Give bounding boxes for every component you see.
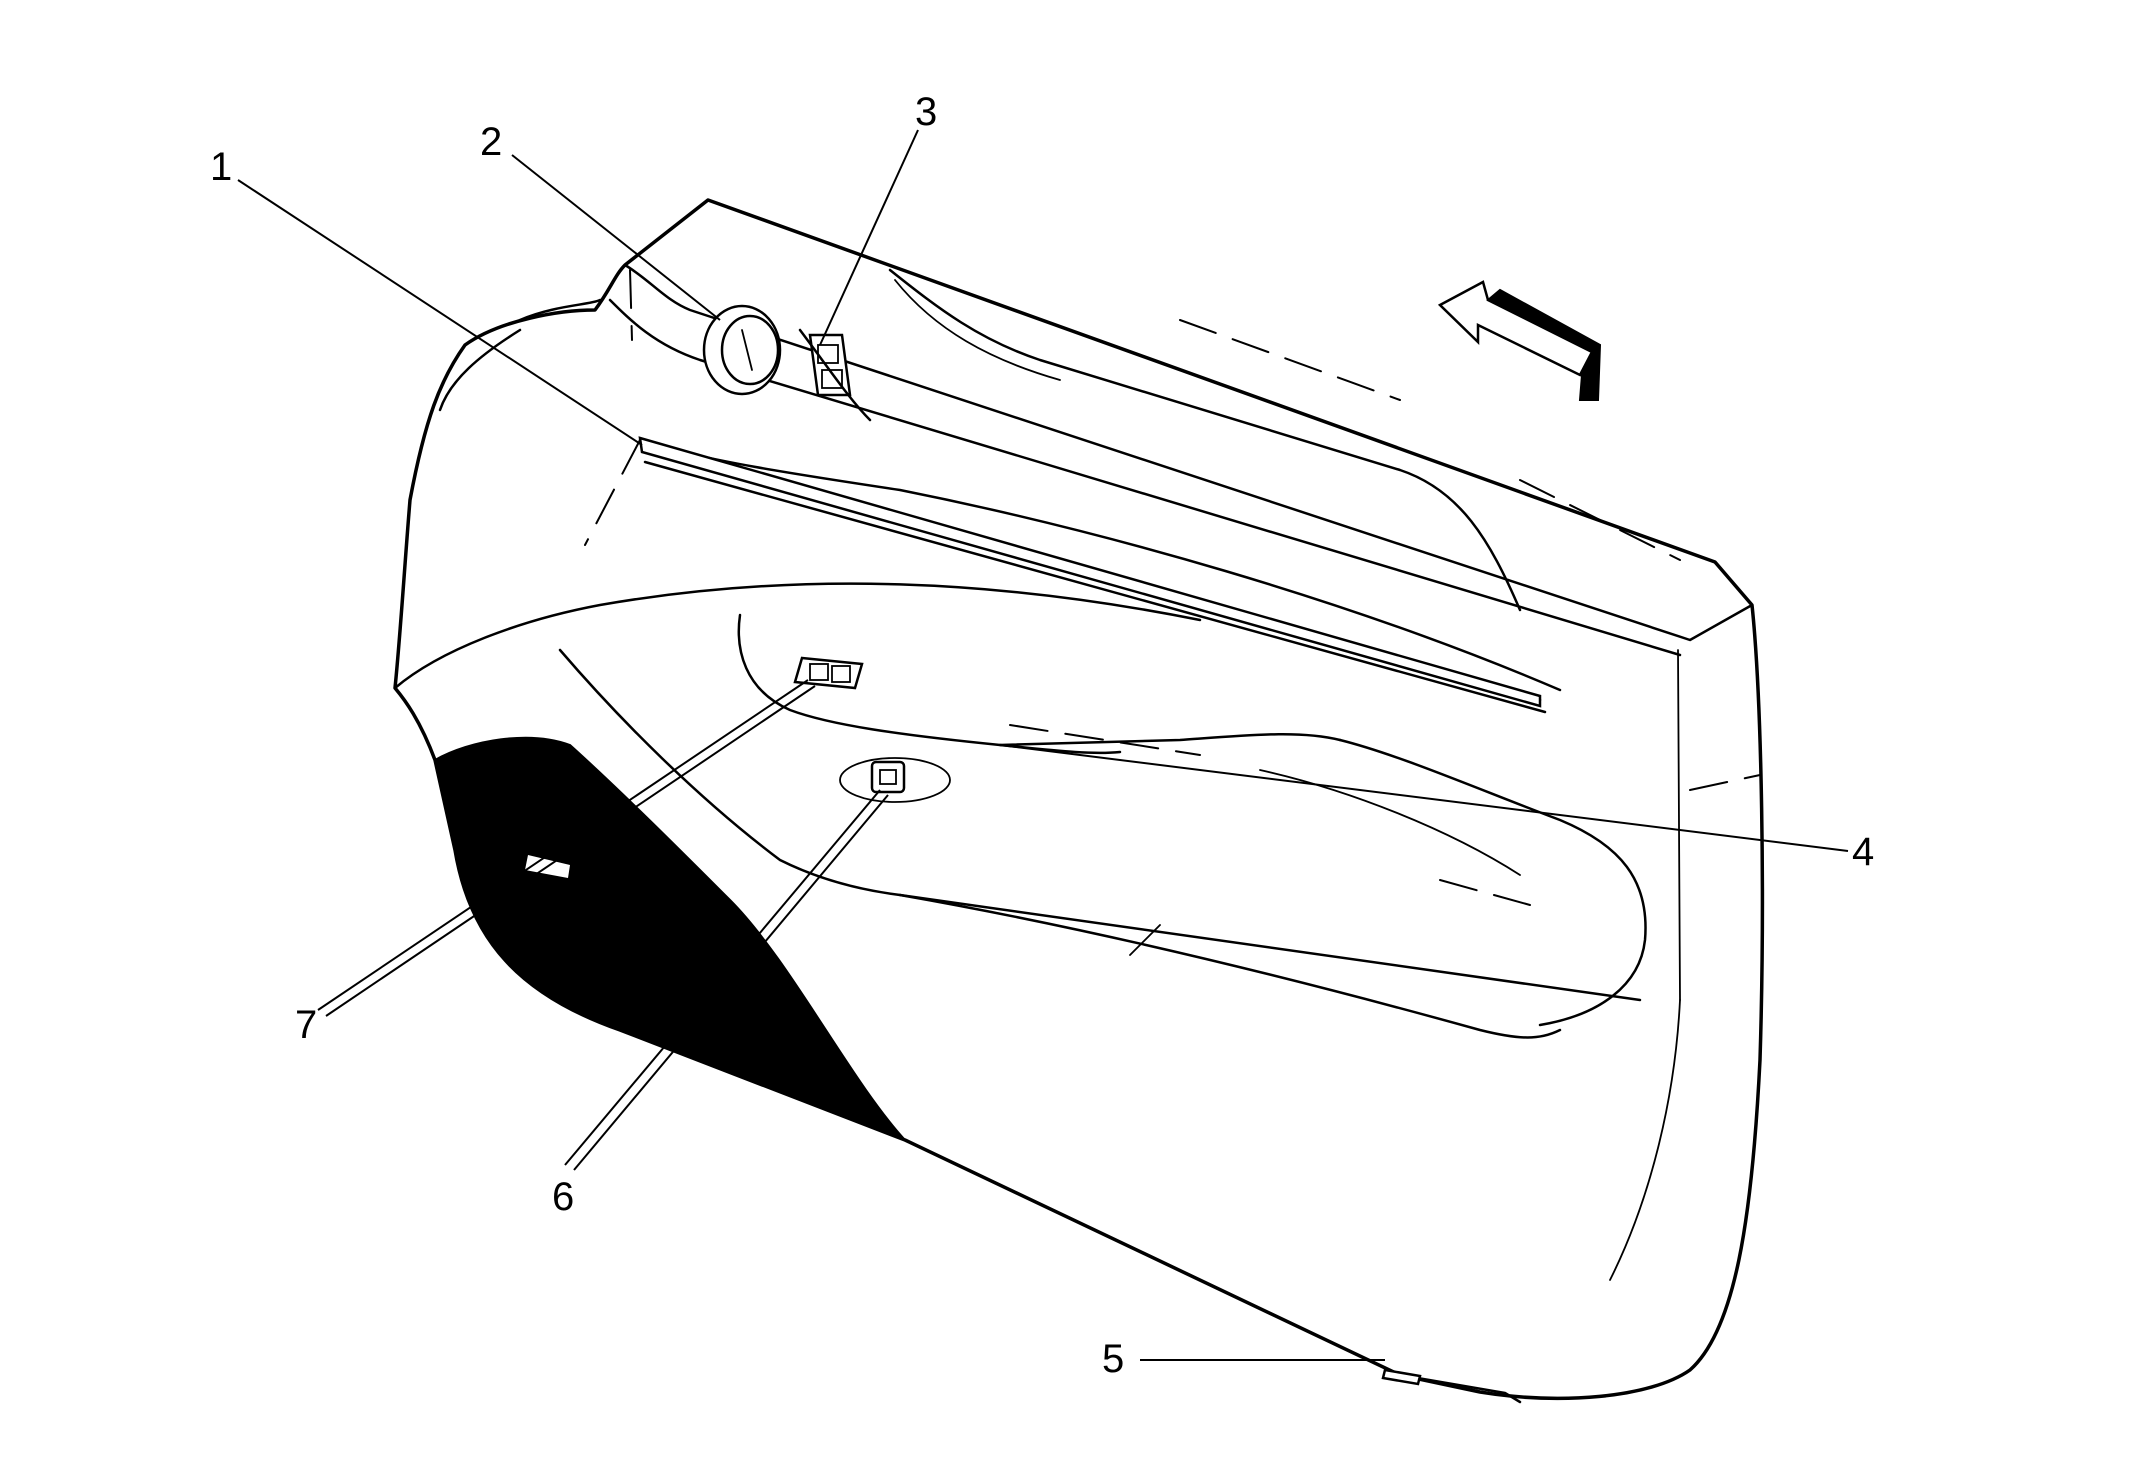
door-trim-panel xyxy=(393,198,1765,1404)
hidden-line-7 xyxy=(629,269,633,341)
upper-groove xyxy=(888,268,1522,612)
hidden-line-1 xyxy=(584,439,641,546)
armrest-lower xyxy=(898,893,1562,1039)
front-curve xyxy=(1609,999,1681,1281)
rail-beltline-2 xyxy=(643,460,1547,714)
upper-groove-inner xyxy=(894,279,1061,381)
rail-lower-edge xyxy=(638,438,1562,692)
leader-6a xyxy=(564,789,881,1166)
callout-4: 4 xyxy=(1852,830,1874,874)
left-contour xyxy=(438,328,522,412)
part-7-window-switch xyxy=(793,656,864,690)
part-3-window-switch xyxy=(798,328,872,422)
part-5-bottom-clip xyxy=(1381,1368,1422,1386)
hidden-line-3 xyxy=(1179,319,1401,401)
leader-4 xyxy=(999,744,1849,852)
armrest-crease xyxy=(1129,924,1161,956)
part-2-mirror-control xyxy=(702,304,782,396)
leader-7a xyxy=(317,679,809,1011)
hidden-line-2 xyxy=(1519,479,1681,561)
upper-rail-edge xyxy=(623,263,1754,642)
leader-1 xyxy=(237,179,643,446)
hidden-line-5 xyxy=(1439,879,1531,906)
callout-7: 7 xyxy=(295,1003,317,1047)
leader-7b xyxy=(325,685,816,1017)
callout-5: 5 xyxy=(1102,1337,1124,1381)
leader-3 xyxy=(819,129,919,346)
mid-body-line-2 xyxy=(558,648,1642,1002)
lower-pocket-shade xyxy=(433,736,906,1141)
callout-3: 3 xyxy=(915,90,937,134)
mid-body-line xyxy=(393,582,1202,690)
upper-rail-inner xyxy=(608,298,1682,657)
left-upper-bulge xyxy=(518,298,602,322)
leader-6b xyxy=(573,794,889,1171)
part-1-belt-molding xyxy=(638,436,1542,708)
armrest-top xyxy=(737,613,1342,747)
vehicle-front-arrow-icon xyxy=(1437,280,1602,401)
armrest-highlight xyxy=(1259,769,1521,876)
leader-2 xyxy=(511,154,721,321)
hidden-line-6 xyxy=(1689,774,1761,791)
callout-labels: 1 2 3 4 5 6 7 xyxy=(210,90,1874,1381)
leader-lines xyxy=(237,129,1849,1361)
callout-6: 6 xyxy=(552,1175,574,1219)
hidden-line-4 xyxy=(1009,724,1201,756)
armrest-front xyxy=(1338,738,1647,1027)
front-vertical-edge xyxy=(1677,649,1681,1001)
lower-edge-detail xyxy=(1398,1373,1522,1404)
callout-1: 1 xyxy=(210,145,232,189)
callout-2: 2 xyxy=(480,120,502,164)
part-6-lock-switch xyxy=(839,757,951,803)
